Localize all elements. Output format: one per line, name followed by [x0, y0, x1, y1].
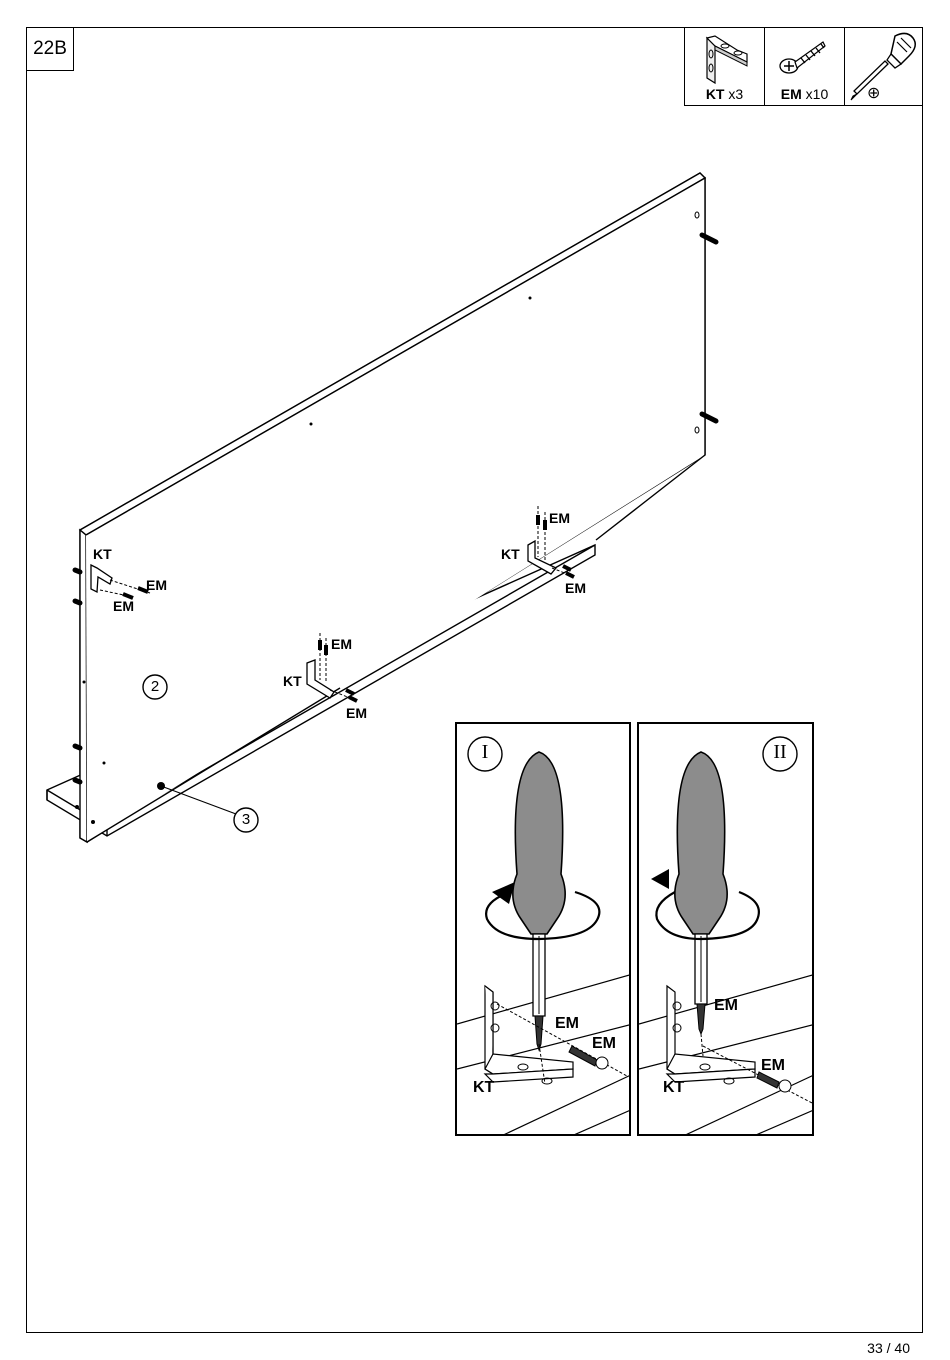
detail-1-drawing [457, 724, 631, 1136]
detail-2-drawing [639, 724, 814, 1136]
callout-base: 3 [240, 811, 252, 828]
label-em-middle-1: EM [331, 636, 352, 652]
detail-panel-2: II KT EM EM [637, 722, 814, 1136]
label-em-left-2: EM [113, 598, 134, 614]
detail-2-em-1: EM [714, 997, 738, 1015]
detail-1-numeral: I [468, 741, 502, 764]
detail-1-em-1: EM [555, 1015, 579, 1033]
callout-panel: 2 [149, 678, 161, 695]
label-em-right-2: EM [565, 580, 586, 596]
label-kt-middle: KT [283, 673, 302, 689]
detail-1-em-2: EM [592, 1035, 616, 1053]
label-kt-left: KT [93, 546, 112, 562]
page-number: 33 / 40 [867, 1340, 910, 1356]
label-kt-right: KT [501, 546, 520, 562]
detail-2-numeral: II [763, 741, 797, 764]
label-em-right-1: EM [549, 510, 570, 526]
detail-1-kt: KT [473, 1079, 494, 1097]
detail-panel-1: I KT EM EM [455, 722, 631, 1136]
detail-2-kt: KT [663, 1079, 684, 1097]
label-em-left-1: EM [146, 577, 167, 593]
detail-2-em-2: EM [761, 1057, 785, 1075]
label-em-middle-2: EM [346, 705, 367, 721]
